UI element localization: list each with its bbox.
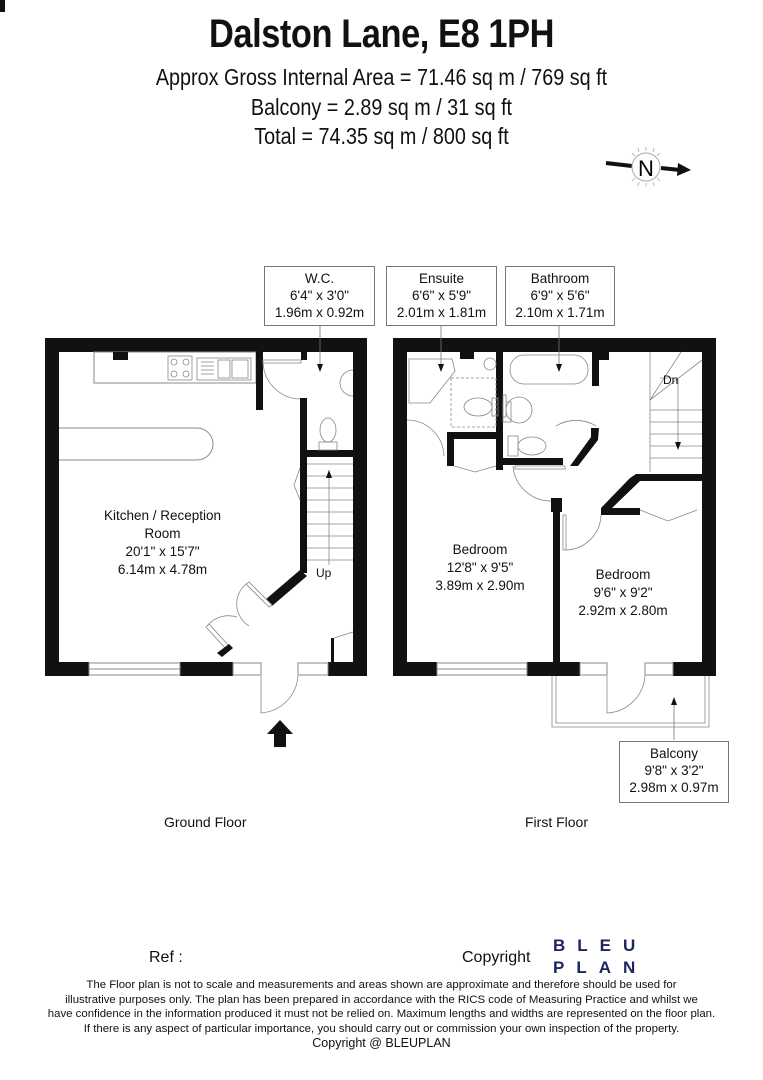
kitchen-reception-label: Kitchen / Reception Room 20'1" x 15'7" 6… xyxy=(90,507,235,579)
north-arrow-icon: N xyxy=(605,147,691,187)
svg-text:N: N xyxy=(638,156,654,181)
wc-callout: W.C. 6'4" x 3'0" 1.96m x 0.92m xyxy=(264,266,375,326)
room-metric: 6.14m x 4.78m xyxy=(117,562,208,577)
room-name: W.C. xyxy=(304,271,335,286)
room-imperial: 9'6" x 9'2" xyxy=(593,585,653,600)
bleuplan-logo: BLEU PLAN xyxy=(553,935,647,979)
gross-internal-area: Approx Gross Internal Area = 71.46 sq m … xyxy=(155,64,608,90)
copyright-label: Copyright xyxy=(462,949,531,966)
disclaimer-line: have confidence in the information produ… xyxy=(47,1008,716,1020)
room-imperial: 20'1" x 15'7" xyxy=(125,544,200,559)
balcony-callout: Balcony 9'8" x 3'2" 2.98m x 0.97m xyxy=(619,741,729,803)
balcony-area: Balcony = 2.89 sq m / 31 sq ft xyxy=(250,94,513,120)
ensuite-callout: Ensuite 6'6" x 5'9" 2.01m x 1.81m xyxy=(386,266,497,326)
disclaimer-line: If there is any aspect of particular imp… xyxy=(83,1022,680,1035)
room-imperial: 6'6" x 5'9" xyxy=(411,288,472,303)
room-name: Balcony xyxy=(649,746,699,761)
room-name: Bedroom xyxy=(595,567,651,582)
room-imperial: 6'4" x 3'0" xyxy=(289,288,350,303)
disclaimer-copyright: Copyright @ BLEUPLAN xyxy=(312,1036,451,1050)
room-metric: 1.96m x 0.92m xyxy=(274,305,365,320)
room-name: Bathroom xyxy=(530,271,590,286)
room-imperial: 12'8" x 9'5" xyxy=(446,560,514,575)
disclaimer-line: illustrative purposes only. The plan has… xyxy=(65,993,698,1006)
ref-label: Ref : xyxy=(149,949,183,966)
room-metric: 3.89m x 2.90m xyxy=(435,578,525,593)
room-metric: 2.98m x 0.97m xyxy=(629,780,719,795)
first-floor-plan xyxy=(0,0,716,740)
ground-floor-label: Ground Floor xyxy=(164,814,247,830)
bathroom-callout: Bathroom 6'9" x 5'6" 2.10m x 1.71m xyxy=(505,266,615,326)
room-metric: 2.10m x 1.71m xyxy=(515,305,605,320)
logo-line-2: PLAN xyxy=(553,958,648,977)
total-area: Total = 74.35 sq m / 800 sq ft xyxy=(254,123,509,149)
room-imperial: 6'9" x 5'6" xyxy=(530,288,590,303)
logo-line-1: BLEU xyxy=(553,936,648,955)
bedroom-1-label: Bedroom 12'8" x 9'5" 3.89m x 2.90m xyxy=(420,541,540,595)
ground-floor-plan xyxy=(45,326,367,747)
stairs-down-label: Dn xyxy=(663,373,679,387)
bedroom-2-label: Bedroom 9'6" x 9'2" 2.92m x 2.80m xyxy=(563,566,683,620)
room-name: Ensuite xyxy=(418,271,465,286)
room-name: Kitchen / Reception xyxy=(103,508,222,523)
page-title: Dalston Lane, E8 1PH xyxy=(208,12,555,56)
disclaimer: The Floor plan is not to scale and measu… xyxy=(0,978,763,1036)
first-floor-label: First Floor xyxy=(525,814,588,830)
stairs-up-label: Up xyxy=(316,566,332,580)
room-name: Bedroom xyxy=(452,542,508,557)
room-metric: 2.92m x 2.80m xyxy=(578,603,668,618)
room-metric: 2.01m x 1.81m xyxy=(396,305,487,320)
room-imperial: 9'8" x 3'2" xyxy=(644,763,704,778)
room-name-line2: Room xyxy=(144,526,181,541)
disclaimer-line: The Floor plan is not to scale and measu… xyxy=(86,979,677,991)
entrance-arrow-icon xyxy=(267,720,293,747)
